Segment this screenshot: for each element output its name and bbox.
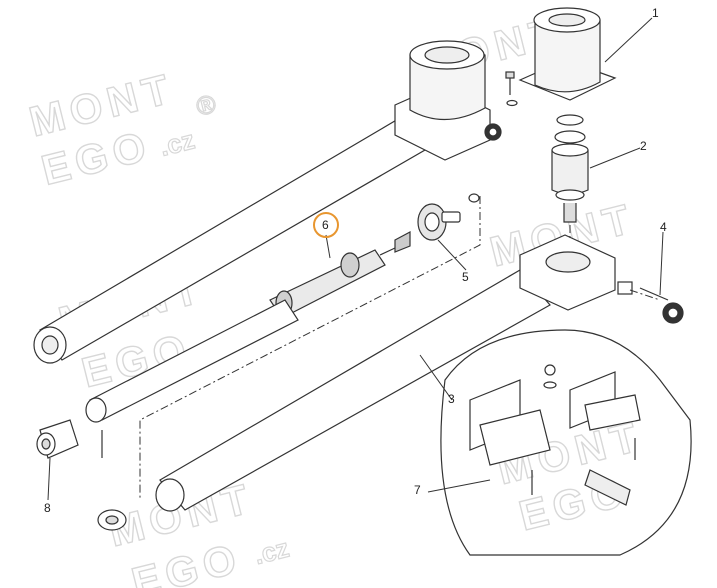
leader-8: [47, 457, 51, 501]
watermark-mark: ®: [193, 88, 219, 122]
callout-7[interactable]: 7: [414, 483, 421, 497]
leader-1: [604, 17, 653, 63]
callout-labels: 1 2 3 4 5 6 7 8: [44, 6, 667, 515]
leader-5: [437, 239, 467, 271]
part-4-release-shaft: [617, 281, 684, 324]
watermark-suffix: .cz: [157, 124, 198, 162]
front-bracket-arm: [479, 409, 551, 466]
part-7-brackets: [440, 329, 692, 556]
outer-tube: [159, 269, 551, 511]
gearbox-bore: [545, 251, 591, 273]
part-1-motor: [505, 7, 617, 107]
release-bushing: [617, 281, 633, 295]
coupling-ring-top: [556, 114, 584, 126]
assembly-lines: [139, 196, 661, 500]
actuator-tube-end-bore: [41, 335, 59, 355]
part-6-spindle: [85, 247, 396, 458]
callout-4[interactable]: 4: [660, 220, 667, 234]
part-5-gear: [394, 193, 480, 253]
leader-7: [427, 479, 491, 493]
bracket-pin: [584, 469, 631, 506]
motor-washer: [506, 99, 518, 107]
inner-tube-end: [85, 397, 107, 423]
callout-2[interactable]: 2: [640, 139, 647, 153]
leader-2: [589, 147, 641, 169]
spindle-nut: [340, 252, 360, 278]
callout-5[interactable]: 5: [462, 270, 469, 284]
assembled-actuator: [33, 40, 502, 364]
callout-6[interactable]: 6: [322, 218, 329, 232]
callout-3[interactable]: 3: [448, 392, 455, 406]
leader-6: [325, 234, 331, 259]
gear-pin: [441, 211, 461, 223]
coupling-worm: [563, 203, 577, 223]
actuator-motor-cap-inner: [424, 46, 470, 64]
end-washer: [97, 509, 127, 531]
leader-4: [659, 231, 664, 296]
leader-3: [419, 354, 453, 401]
part-8-end-fitting: [36, 419, 79, 459]
bracket-nut: [544, 364, 556, 376]
leader-lines: [47, 17, 664, 501]
watermark-suffix: .cz: [251, 533, 292, 571]
outer-tube-end: [155, 478, 185, 512]
gear-ring: [468, 193, 480, 203]
highlight-ring[interactable]: [313, 212, 339, 238]
gear-spring: [394, 231, 411, 253]
bracket-detail-outline: [440, 329, 692, 556]
part-2-coupling: [551, 114, 589, 223]
watermark-top-left: MONT EGO .cz ®: [24, 63, 219, 194]
coupling-bearing: [554, 130, 586, 144]
part-3-housing-tube: [155, 234, 616, 512]
rear-bracket-arm: [584, 394, 641, 431]
callout-1[interactable]: 1: [652, 6, 659, 20]
coupling-ring-bottom: [555, 189, 585, 201]
bracket-washer: [543, 381, 557, 389]
callout-8[interactable]: 8: [44, 501, 51, 515]
release-rod: [639, 287, 669, 301]
